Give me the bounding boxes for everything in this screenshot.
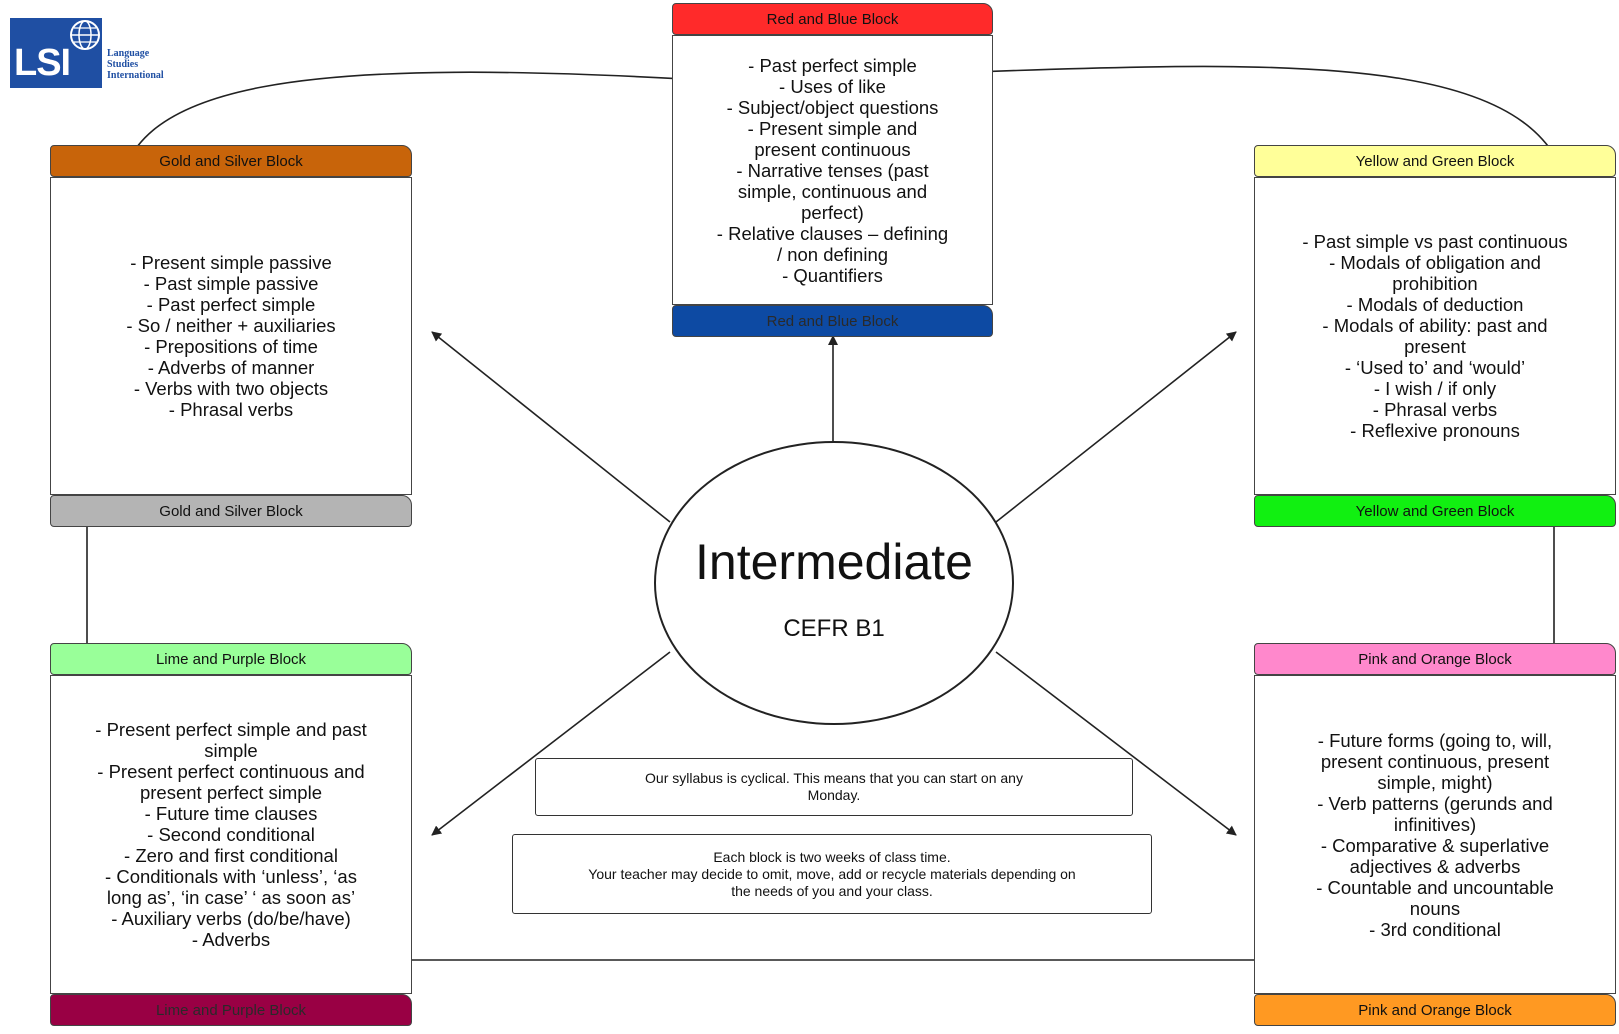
block-footer: Red and Blue Block bbox=[672, 305, 993, 337]
topic-item: - Verb patterns (gerunds and bbox=[1317, 792, 1553, 814]
block-pink-orange: Pink and Orange Block - Future forms (go… bbox=[1254, 643, 1616, 1026]
topic-item: - Past perfect simple bbox=[146, 294, 316, 315]
topic-item: - Prepositions of time bbox=[144, 336, 318, 357]
topic-item: - Quantifiers bbox=[782, 264, 883, 286]
topic-item: long as’, ‘in case’ ‘ as soon as’ bbox=[106, 887, 356, 908]
topic-list: - Past simple vs past continuous - Modal… bbox=[1296, 231, 1573, 441]
block-footer: Gold and Silver Block bbox=[50, 495, 412, 527]
logo-subtitle: Language Studies International bbox=[107, 48, 164, 81]
spoke-to-yellow-green bbox=[995, 331, 1237, 523]
block-header: Red and Blue Block bbox=[672, 3, 993, 35]
topic-item: present continuous, present bbox=[1320, 750, 1550, 772]
logo-letters: LSI bbox=[14, 42, 71, 84]
topic-item: adjectives & adverbs bbox=[1349, 855, 1521, 877]
note-line: Our syllabus is cyclical. This means tha… bbox=[645, 770, 1023, 786]
spoke-to-pink-orange bbox=[995, 651, 1237, 836]
topic-list: - Present perfect simple and past simple… bbox=[89, 719, 372, 950]
topic-item: - Future time clauses bbox=[144, 803, 318, 824]
topic-item: - Past simple vs past continuous bbox=[1302, 231, 1568, 252]
block-body: - Past simple vs past continuous - Modal… bbox=[1254, 177, 1616, 495]
block-header: Yellow and Green Block bbox=[1254, 145, 1616, 177]
logo-line-2: Studies bbox=[107, 59, 139, 70]
block-body: - Present perfect simple and past simple… bbox=[50, 675, 412, 994]
topic-item: - Auxiliary verbs (do/be/have) bbox=[111, 908, 351, 929]
topic-item: perfect) bbox=[801, 201, 864, 223]
note-line: Your teacher may decide to omit, move, a… bbox=[588, 865, 1076, 882]
topic-item: - Future forms (going to, will, bbox=[1317, 729, 1553, 751]
topic-item: - So / neither + auxiliaries bbox=[126, 315, 336, 336]
topic-item: - Zero and first conditional bbox=[124, 845, 338, 866]
topic-item: infinitives) bbox=[1393, 813, 1477, 835]
topic-item: present continuous bbox=[754, 138, 911, 160]
topic-item: simple, continuous and bbox=[737, 180, 928, 202]
topic-item: - Subject/object questions bbox=[726, 96, 939, 118]
logo-box: LSI bbox=[10, 18, 102, 88]
topic-item: / non defining bbox=[776, 243, 889, 265]
block-body: - Future forms (going to, will, present … bbox=[1254, 675, 1616, 994]
block-footer: Yellow and Green Block bbox=[1254, 495, 1616, 527]
topic-list: - Present simple passive - Past simple p… bbox=[120, 252, 341, 420]
topic-item: simple bbox=[204, 740, 258, 761]
block-gold-silver: Gold and Silver Block - Present simple p… bbox=[50, 145, 412, 527]
topic-item: - Present simple and bbox=[747, 117, 918, 139]
spoke-to-lime-purple bbox=[431, 651, 671, 836]
globe-icon bbox=[70, 20, 100, 50]
note-line: Each block is two weeks of class time. bbox=[713, 848, 951, 865]
topic-item: - Present simple passive bbox=[130, 252, 332, 273]
topic-item: - Conditionals with ‘unless’, ‘as bbox=[105, 866, 357, 887]
topic-item: - Modals of obligation and bbox=[1329, 252, 1541, 273]
block-body: - Present simple passive - Past simple p… bbox=[50, 177, 412, 495]
topic-list: - Past perfect simple - Uses of like - S… bbox=[711, 55, 954, 286]
topic-item: - Phrasal verbs bbox=[168, 399, 294, 420]
block-red-blue: Red and Blue Block - Past perfect simple… bbox=[672, 3, 993, 337]
block-body: - Past perfect simple - Uses of like - S… bbox=[672, 35, 993, 305]
block-yellow-green: Yellow and Green Block - Past simple vs … bbox=[1254, 145, 1616, 527]
logo-line-3: International bbox=[107, 70, 164, 81]
level-hub: Intermediate CEFR B1 bbox=[654, 441, 1014, 725]
topic-item: - Past perfect simple bbox=[748, 54, 917, 76]
note-line: Monday. bbox=[807, 787, 861, 803]
topic-item: - Narrative tenses (past bbox=[736, 159, 929, 181]
spoke-to-gold-silver bbox=[431, 331, 671, 523]
topic-item: - ‘Used to’ and ‘would’ bbox=[1344, 357, 1526, 378]
level-title: Intermediate bbox=[695, 534, 973, 590]
topic-item: - Verbs with two objects bbox=[133, 378, 329, 399]
topic-item: - Comparative & superlative bbox=[1320, 834, 1550, 856]
topic-item: - Present perfect continuous and bbox=[97, 761, 365, 782]
topic-item: present perfect simple bbox=[139, 782, 322, 803]
topic-item: - Modals of deduction bbox=[1346, 294, 1524, 315]
topic-item: present bbox=[1404, 336, 1466, 357]
block-header: Lime and Purple Block bbox=[50, 643, 412, 675]
topic-item: prohibition bbox=[1392, 273, 1478, 294]
topic-item: - Phrasal verbs bbox=[1372, 399, 1498, 420]
topic-item: - Adverbs of manner bbox=[147, 357, 315, 378]
topic-list: - Future forms (going to, will, present … bbox=[1310, 730, 1560, 940]
topic-item: - Modals of ability: past and bbox=[1322, 315, 1548, 336]
note-cyclical: Our syllabus is cyclical. This means tha… bbox=[535, 758, 1133, 816]
lsi-logo: LSI Language Studies International bbox=[10, 18, 195, 90]
topic-item: simple, might) bbox=[1377, 771, 1493, 793]
logo-line-1: Language bbox=[107, 48, 150, 59]
topic-item: - Adverbs bbox=[191, 929, 271, 950]
block-header: Gold and Silver Block bbox=[50, 145, 412, 177]
topic-item: - Reflexive pronouns bbox=[1350, 420, 1520, 441]
topic-item: - Countable and uncountable bbox=[1316, 876, 1554, 898]
block-footer: Pink and Orange Block bbox=[1254, 994, 1616, 1026]
topic-item: - Second conditional bbox=[147, 824, 315, 845]
topic-item: - I wish / if only bbox=[1373, 378, 1497, 399]
note-block-length: Each block is two weeks of class time. Y… bbox=[512, 834, 1152, 914]
topic-item: - Past simple passive bbox=[143, 273, 319, 294]
topic-item: - Uses of like bbox=[779, 75, 886, 97]
note-line: the needs of you and your class. bbox=[731, 882, 933, 899]
block-header: Pink and Orange Block bbox=[1254, 643, 1616, 675]
block-footer: Lime and Purple Block bbox=[50, 994, 412, 1026]
topic-item: - Present perfect simple and past bbox=[95, 719, 367, 740]
topic-item: - 3rd conditional bbox=[1369, 918, 1501, 940]
block-lime-purple: Lime and Purple Block - Present perfect … bbox=[50, 643, 412, 1026]
cefr-level: CEFR B1 bbox=[783, 615, 885, 642]
topic-item: nouns bbox=[1409, 897, 1461, 919]
topic-item: - Relative clauses – defining bbox=[716, 222, 949, 244]
